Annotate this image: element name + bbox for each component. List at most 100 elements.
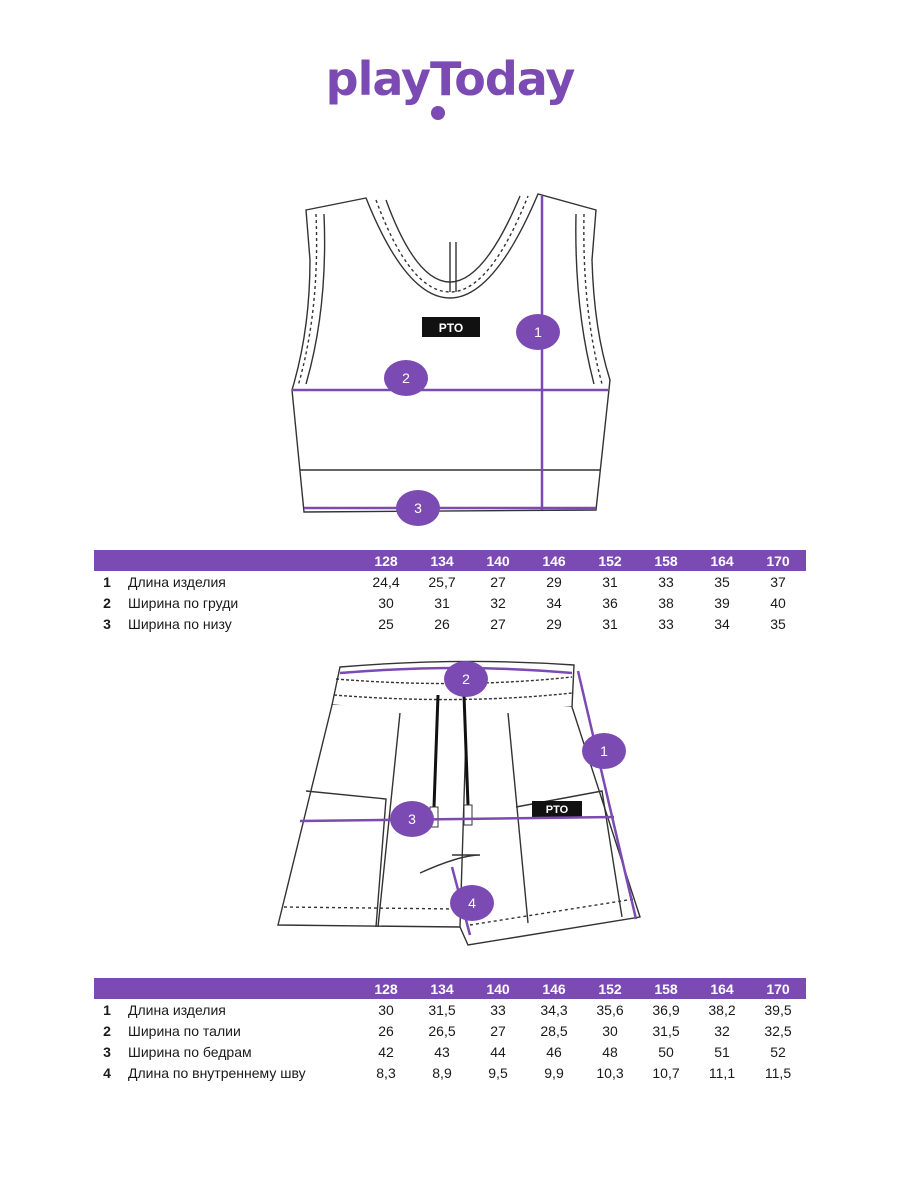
size-header: 134 [414,550,470,571]
cell: 10,3 [596,1064,624,1081]
cell: 38 [658,594,674,611]
cell: 33 [490,1001,506,1018]
top-badge-bg [422,317,480,337]
shorts-marker-4-label: 4 [468,895,476,911]
row-label: Длина по внутреннему шву [128,1064,306,1081]
cell: 8,3 [376,1064,396,1081]
shorts-drawing: PTO 2 1 3 4 [277,660,641,946]
cell: 29 [546,615,562,632]
cell: 44 [490,1043,506,1060]
cell: 31 [434,594,450,611]
table-row: 3 Ширина по низу 25 26 27 29 31 33 34 35 [94,613,806,634]
size-header: 152 [582,978,638,999]
cell: 36 [602,594,618,611]
cell: 43 [434,1043,450,1060]
row-number: 2 [103,1022,111,1039]
cell: 48 [602,1043,618,1060]
row-number: 1 [103,1001,111,1018]
cell: 31,5 [428,1001,456,1018]
cell: 42 [378,1043,394,1060]
size-header: 128 [358,978,414,999]
cell: 30 [378,1001,394,1018]
cell: 30 [602,1022,618,1039]
top-marker-2-label: 2 [402,370,410,386]
table-row: 1 Длина изделия 30 31,5 33 34,3 35,6 36,… [94,999,806,1020]
cell: 25 [378,615,394,632]
size-header: 146 [526,978,582,999]
size-header: 170 [750,978,806,999]
top-marker-2 [384,360,428,396]
cell: 40 [770,594,786,611]
shorts-badge: PTO [546,804,569,816]
shorts-marker-2-label: 2 [462,671,470,687]
cell: 32 [714,1022,730,1039]
brand-logo: playToday [0,48,900,128]
cell: 35,6 [596,1001,624,1018]
cell: 8,9 [432,1064,452,1081]
row-number: 3 [103,615,111,632]
size-header: 164 [694,550,750,571]
cell: 34 [546,594,562,611]
cell: 31,5 [652,1022,680,1039]
cell: 27 [490,1022,506,1039]
logo-dot-icon [431,106,445,120]
size-header: 140 [470,550,526,571]
cell: 9,9 [544,1064,564,1081]
size-header: 140 [470,978,526,999]
cell: 46 [546,1043,562,1060]
size-header: 158 [638,978,694,999]
cell: 26,5 [428,1022,456,1039]
cell: 25,7 [428,573,456,590]
cell: 9,5 [488,1064,508,1081]
row-label: Ширина по груди [128,594,239,611]
cell: 31 [602,573,618,590]
cell: 29 [546,573,562,590]
size-header: 170 [750,550,806,571]
table-row: 2 Ширина по груди 30 31 32 34 36 38 39 4… [94,592,806,613]
cell: 32 [490,594,506,611]
cell: 36,9 [652,1001,680,1018]
top-table-header: 128 134 140 146 152 158 164 170 [94,550,806,571]
shorts-marker-4 [450,885,494,921]
shorts-marker-3-label: 3 [408,811,416,827]
top-marker-1 [516,314,560,350]
cell: 50 [658,1043,674,1060]
size-header: 158 [638,550,694,571]
top-marker-3-label: 3 [414,500,422,516]
cell: 33 [658,615,674,632]
shorts-marker-1 [582,733,626,769]
shorts-marker-1-label: 1 [600,743,608,759]
cell: 39 [714,594,730,611]
table-row: 1 Длина изделия 24,4 25,7 27 29 31 33 35… [94,571,806,592]
cell: 26 [434,615,450,632]
cell: 34 [714,615,730,632]
cell: 11,5 [764,1064,792,1081]
cell: 33 [658,573,674,590]
row-number: 2 [103,594,111,611]
cell: 34,3 [540,1001,568,1018]
cell: 32,5 [764,1022,792,1039]
row-number: 3 [103,1043,111,1060]
shorts-marker-2 [444,661,488,697]
table-row: 4 Длина по внутреннему шву 8,3 8,9 9,5 9… [94,1062,806,1083]
cell: 28,5 [540,1022,568,1039]
row-number: 4 [103,1064,111,1081]
shorts-marker-3 [390,801,434,837]
row-label: Длина изделия [128,573,226,590]
size-header: 146 [526,550,582,571]
cell: 30 [378,594,394,611]
cell: 31 [602,615,618,632]
table-row: 2 Ширина по талии 26 26,5 27 28,5 30 31,… [94,1020,806,1041]
cell: 27 [490,573,506,590]
cell: 27 [490,615,506,632]
shorts-badge-bg [532,801,582,817]
row-label: Длина изделия [128,1001,226,1018]
row-label: Ширина по бедрам [128,1043,252,1060]
logo-text: playToday [325,52,576,106]
size-header: 164 [694,978,750,999]
cell: 52 [770,1043,786,1060]
cell: 37 [770,573,786,590]
cell: 39,5 [764,1001,792,1018]
cell: 26 [378,1022,394,1039]
size-header: 152 [582,550,638,571]
